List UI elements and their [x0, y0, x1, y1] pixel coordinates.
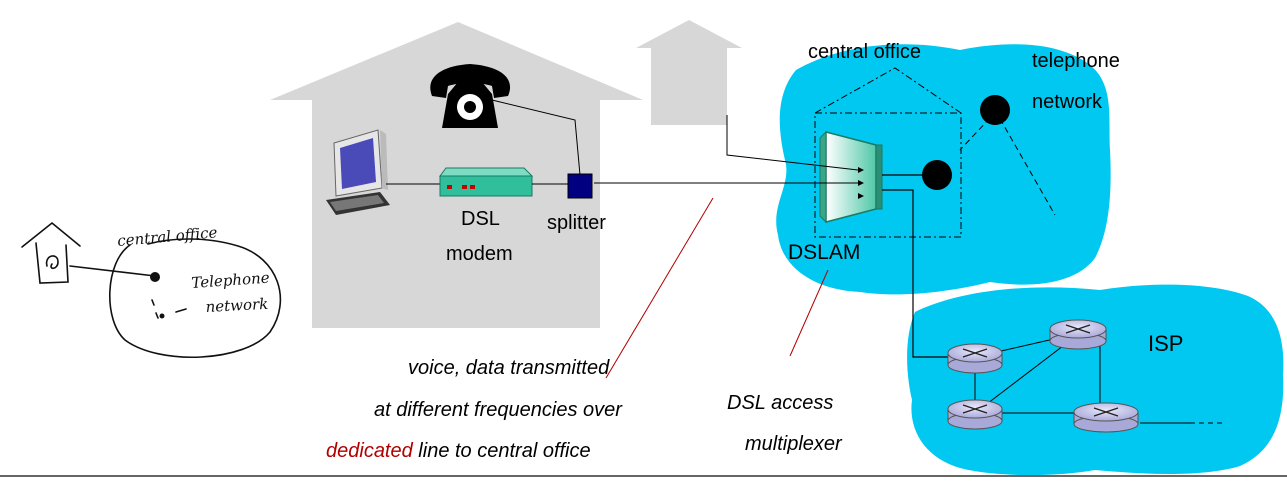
telephone-network-label-line2: network [1032, 91, 1103, 113]
computer-icon [326, 129, 390, 215]
isp-router-1 [947, 343, 1003, 374]
telephone-network-label-line1: telephone [1032, 50, 1120, 72]
dsl-modem-label-line2: modem [446, 243, 513, 265]
dslam-caption-pointer [789, 269, 829, 357]
handwritten-sketch [21, 221, 282, 359]
house-small [636, 20, 742, 125]
isp-label: ISP [1148, 331, 1184, 356]
isp-router-3 [947, 399, 1003, 430]
telephone-icon [430, 64, 511, 128]
sketch-node [150, 272, 160, 282]
voice-caption-line3-rest: line to central office [412, 440, 591, 462]
dslam-device [819, 130, 883, 224]
isp-router-2 [1049, 319, 1107, 350]
isp-router-4 [1073, 402, 1139, 433]
dsl-modem-label-line1: DSL [461, 208, 500, 230]
switch-to-office [959, 117, 991, 151]
central-office-label: central office [808, 41, 922, 63]
dslam-caption-line1: DSL access [727, 392, 834, 414]
splitter-device [567, 173, 593, 199]
dslam-caption-line2: multiplexer [745, 433, 842, 455]
dslam-to-isp-line [882, 189, 950, 358]
splitter-label: splitter [547, 212, 606, 234]
central-office-pointer [814, 67, 962, 114]
sketch-node-small [159, 313, 165, 319]
dslam-label: DSLAM [788, 241, 861, 264]
dsl-modem-device [439, 167, 534, 197]
isp-cloud [907, 284, 1284, 476]
voice-caption-line2: at different frequencies over [374, 399, 622, 421]
dslam-voice-switch [922, 160, 952, 190]
switch-trunk-dashed [994, 109, 1056, 216]
voice-caption-line3: dedicated line to central office [326, 441, 591, 461]
sketch-network-text: network [205, 294, 269, 316]
voice-caption-pointer [605, 197, 714, 379]
voice-caption-highlight: dedicated [326, 440, 413, 462]
neighbor-line [726, 115, 859, 171]
voice-caption-line1: voice, data transmitted [408, 357, 610, 379]
phone-to-splitter-line [491, 99, 581, 176]
